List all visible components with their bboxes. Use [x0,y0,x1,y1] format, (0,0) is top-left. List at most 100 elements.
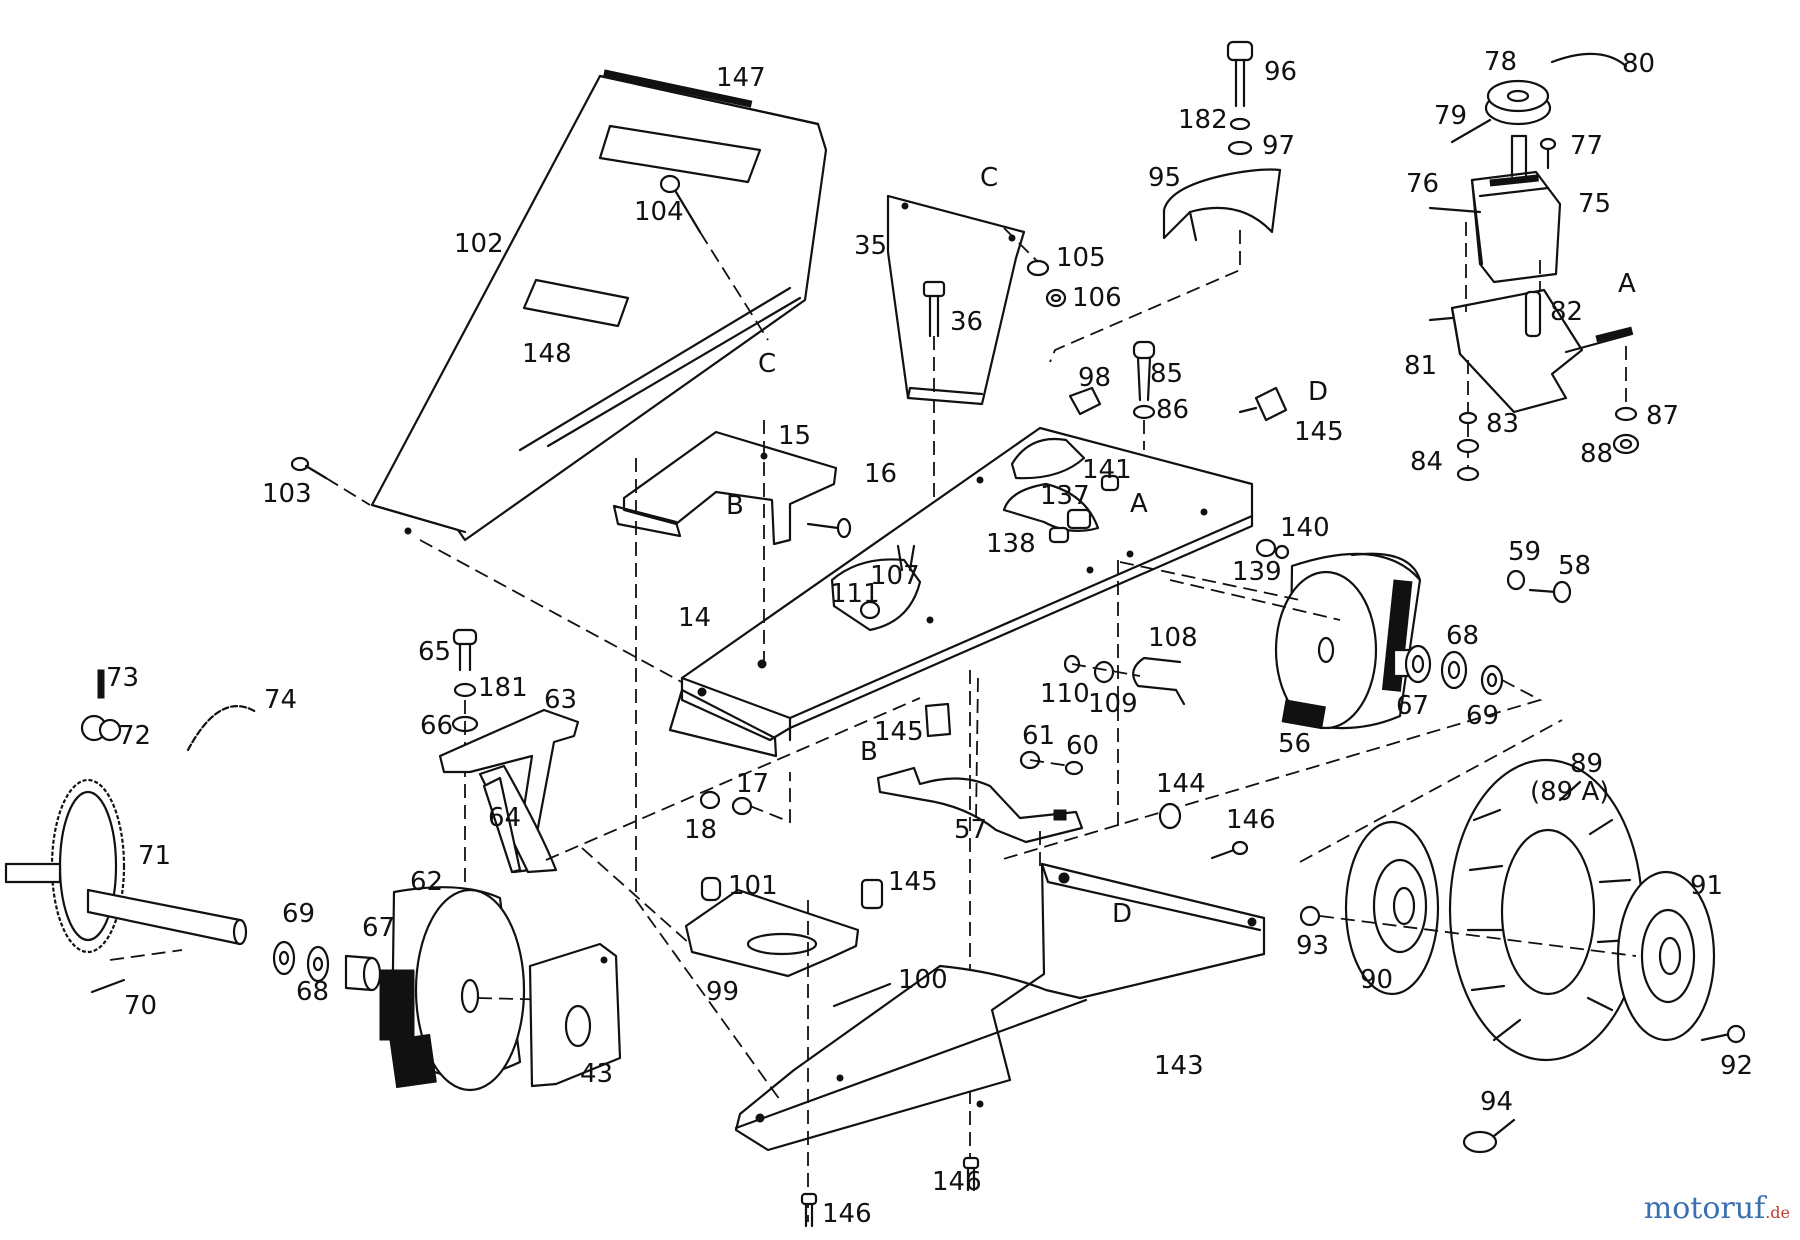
knob-96 [1226,40,1254,108]
label-111: 111 [830,579,880,609]
chain-74 [186,705,258,752]
hub-90 [1344,820,1440,996]
nut-69b [272,940,296,976]
screw-146c [962,1156,980,1192]
bolt-145a [1238,386,1288,422]
part-137 [1048,508,1092,544]
label-145c: 145 [888,867,938,897]
label-36: 36 [950,307,983,337]
label-14: 14 [678,603,711,633]
bracket-35 [886,194,1026,406]
bolt-92 [1700,1024,1746,1044]
knob-85 [1132,340,1156,402]
label-107: 107 [870,561,920,591]
pin-94 [1462,1118,1516,1154]
screw-77 [1539,137,1557,170]
nut-18 [699,790,721,810]
pin-16 [806,517,852,539]
screw-73 [97,669,105,699]
label-77: 77 [1570,131,1603,161]
label-87: 87 [1646,401,1679,431]
label-148: 148 [522,339,572,369]
bracket-64 [482,776,522,874]
label-102: 102 [454,229,504,259]
part-98 [1068,386,1102,416]
drum-62 [379,886,526,1092]
label-106: 106 [1072,283,1122,313]
label-68a: 68 [1446,621,1479,651]
label-58: 58 [1558,551,1591,581]
label-147: 147 [716,63,766,93]
washer-59 [1506,569,1526,591]
label-96: 96 [1264,57,1297,87]
pin-100 [832,982,892,1008]
label-91: 91 [1690,871,1723,901]
label-78: 78 [1484,47,1517,77]
sprocket-72 [80,714,122,742]
label-100: 100 [898,965,948,995]
label-110: 110 [1040,679,1090,709]
label-a2: A [1130,489,1148,519]
label-73: 73 [106,663,139,693]
plate-143 [734,862,1266,1152]
screw-146b [800,1192,818,1228]
clamp-57 [876,766,1084,844]
washer-97 [1227,140,1253,156]
spacer-67b [344,954,382,992]
washer-68a [1404,644,1432,684]
spring-82 [1524,290,1542,338]
washer-68c [306,945,330,983]
belt-80 [1550,52,1628,68]
label-139: 139 [1232,557,1282,587]
label-66: 66 [420,711,453,741]
tyre-89 [1448,758,1644,1062]
nut-109 [1093,660,1115,684]
label-59: 59 [1508,537,1541,567]
label-67a: 67 [1396,691,1429,721]
nut-140 [1255,538,1290,560]
label-95: 95 [1148,163,1181,193]
label-79: 79 [1434,101,1467,131]
guard-95 [1162,168,1282,242]
washer-182 [1229,117,1251,131]
label-17: 17 [736,769,769,799]
label-146c: 146 [932,1167,982,1197]
label-64: 64 [488,803,521,833]
bolt-104 [659,174,769,341]
label-90: 90 [1360,965,1393,995]
label-c2: C [980,163,998,193]
label-76: 76 [1406,169,1439,199]
label-109: 109 [1088,689,1138,719]
label-81: 81 [1404,351,1437,381]
label-146b: 146 [822,1199,872,1229]
label-80: 80 [1622,49,1655,79]
bolt-107 [896,544,916,572]
label-141: 141 [1082,455,1132,485]
label-93: 93 [1296,931,1329,961]
label-43: 43 [580,1059,613,1089]
clamp-141 [1100,474,1120,492]
u-bolt-108 [1132,656,1186,706]
label-137: 137 [1040,481,1090,511]
washer-105 [1026,259,1050,277]
label-75: 75 [1578,189,1611,219]
label-62: 62 [410,867,443,897]
label-145b: 145 [874,717,924,747]
label-b1: B [726,491,744,521]
nut-106 [1045,288,1067,308]
bolt-145c [860,878,884,910]
washer-84b [1456,466,1480,482]
label-145a: 145 [1294,417,1344,447]
hub-91 [1616,870,1716,1042]
label-89a: (89 A) [1530,777,1609,807]
label-140: 140 [1280,513,1330,543]
nut-101 [700,876,722,902]
label-d2: D [1112,899,1132,929]
watermark-tld: .de [1765,1203,1790,1222]
washer-181 [453,682,477,698]
label-60: 60 [1066,731,1099,761]
label-d1: D [1308,377,1328,407]
pulley-78 [1484,79,1552,126]
washer-84a [1456,438,1480,454]
bracket-15 [612,430,838,546]
